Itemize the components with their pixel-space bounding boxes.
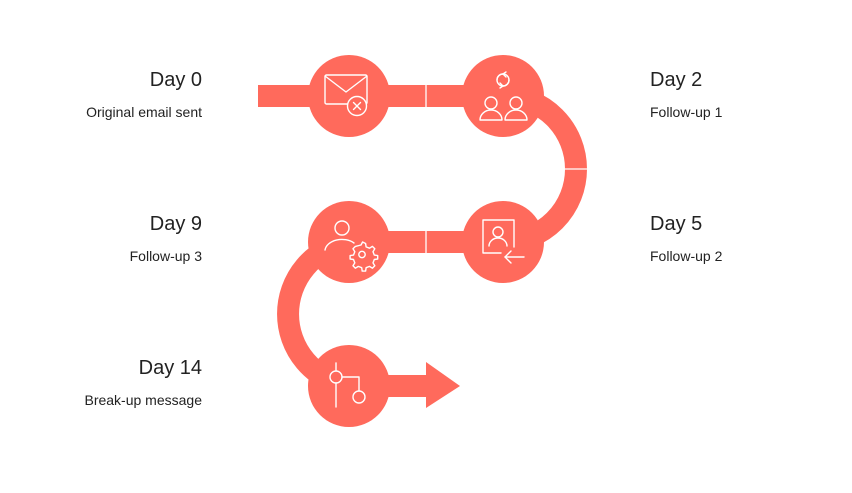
step-day-9: Day 9 Follow-up 3 [22,212,202,265]
node-day-14 [308,345,390,427]
email-cancel-icon [324,74,368,117]
step-description: Follow-up 1 [650,104,723,120]
step-description: Follow-up 2 [650,248,723,264]
step-day-0: Day 0 Original email sent [22,68,202,121]
step-description: Break-up message [84,392,202,408]
node-day-0 [308,55,390,137]
node-day-9 [308,201,390,283]
user-settings-icon [324,220,379,272]
node-day-2 [462,55,544,137]
node-day-5 [462,201,544,283]
step-description: Original email sent [86,104,202,120]
step-day-label: Day 2 [650,69,703,91]
step-day-5: Day 5 Follow-up 2 [650,212,830,265]
contact-card-return-icon [482,219,525,264]
step-day-label: Day 14 [138,357,202,379]
arrow-head [426,362,460,408]
people-refresh-icon [479,71,528,121]
flow-branch-icon [329,362,366,408]
step-day-label: Day 5 [650,213,703,235]
step-description: Follow-up 3 [129,248,202,264]
step-day-label: Day 9 [149,213,202,235]
step-day-label: Day 0 [149,69,202,91]
step-day-2: Day 2 Follow-up 1 [650,68,830,121]
step-day-14: Day 14 Break-up message [22,356,202,409]
path-separators [241,85,587,315]
